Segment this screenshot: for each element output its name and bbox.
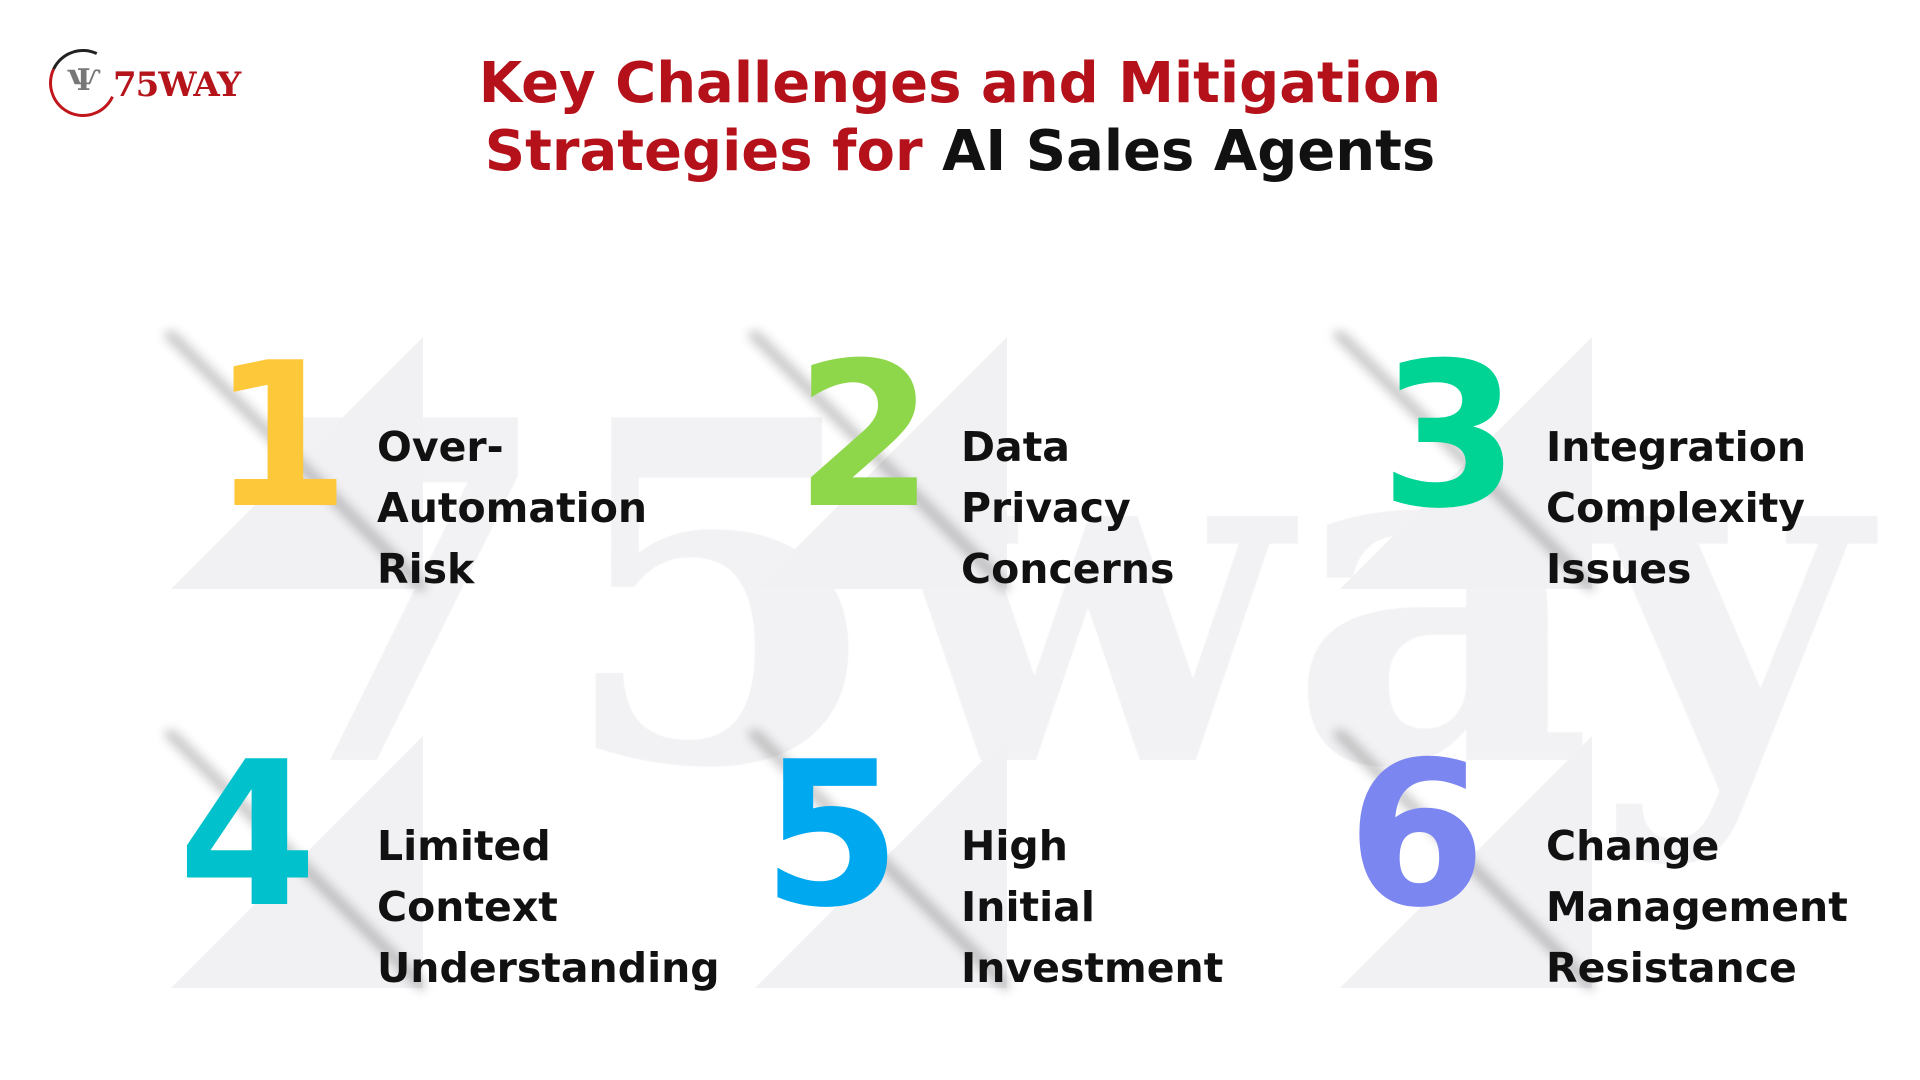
challenge-label-line: Context	[377, 883, 558, 931]
triangle-shadow	[165, 730, 425, 990]
challenge-label-line: Privacy	[961, 484, 1131, 532]
challenge-label-line: Concerns	[961, 545, 1175, 593]
title-line-2: Strategies for AI Sales Agents	[0, 118, 1920, 186]
page-title: Key Challenges and Mitigation Strategies…	[0, 50, 1920, 186]
logo: Ѱ 75WAY	[39, 39, 259, 127]
challenge-label-line: Understanding	[377, 944, 720, 992]
title-line-2-red: Strategies for	[484, 119, 943, 184]
challenge-label-line: Resistance	[1546, 944, 1797, 992]
challenge-label-line: Automation	[377, 484, 648, 532]
challenge-number: 1	[211, 320, 351, 553]
challenge-label-line: Investment	[961, 944, 1224, 992]
challenge-number: 3	[1380, 320, 1520, 553]
challenge-label-line: Complexity	[1546, 484, 1806, 532]
triangle-shadow	[1334, 730, 1594, 990]
challenge-label-line: Data	[961, 423, 1070, 471]
logo-text: 75WAY	[113, 65, 241, 105]
challenge-label-line: Over-	[377, 423, 504, 471]
challenge-number: 2	[795, 320, 935, 553]
triangle-shadow	[165, 331, 425, 591]
challenge-label-line: Issues	[1546, 545, 1692, 593]
challenge-label-line: Management	[1546, 883, 1848, 931]
challenge-label-line: Integration	[1546, 423, 1807, 471]
challenge-label-line: Limited	[377, 822, 551, 870]
challenge-number: 4	[178, 719, 318, 952]
logo-mark-icon: Ѱ	[67, 63, 100, 98]
challenge-number: 5	[762, 719, 902, 952]
triangle-shadow	[749, 730, 1009, 990]
title-line-2-dark: AI Sales Agents	[942, 119, 1436, 184]
challenge-label-line: Risk	[377, 545, 475, 593]
challenge-label-line: Change	[1546, 822, 1720, 870]
challenge-label-line: Initial	[961, 883, 1095, 931]
challenge-number: 6	[1347, 719, 1487, 952]
title-line-1: Key Challenges and Mitigation	[478, 51, 1442, 116]
triangle-shadow	[749, 331, 1009, 591]
triangle-shadow	[1334, 331, 1594, 591]
challenge-label-line: High	[961, 822, 1068, 870]
